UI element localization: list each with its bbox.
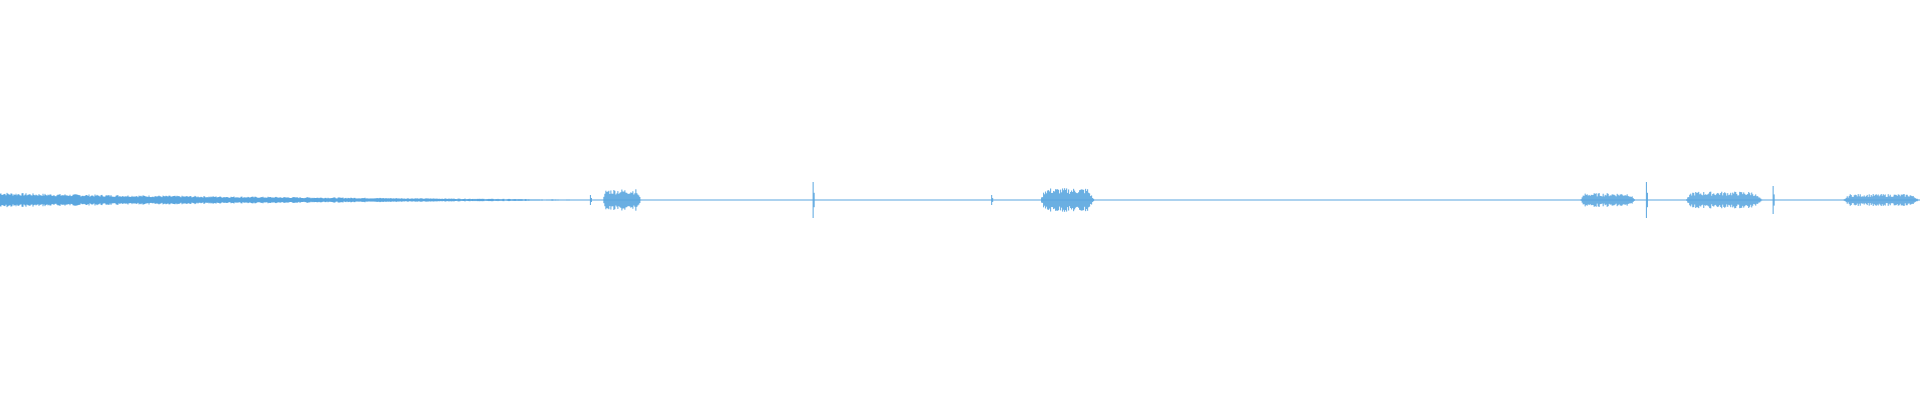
waveform-marks	[0, 182, 1920, 218]
